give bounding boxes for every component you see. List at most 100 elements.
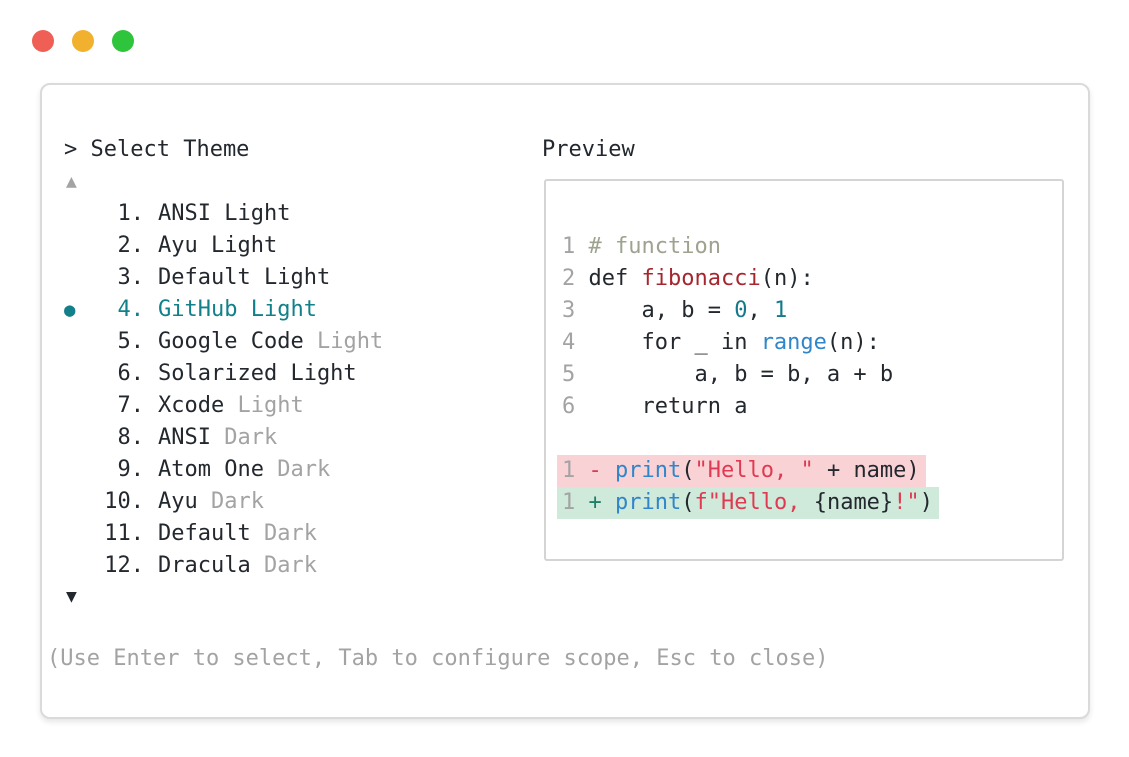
theme-option[interactable]: ●4.GitHub Light [42,294,542,326]
theme-number: 6. [117,361,145,386]
token-plain: a, b = [588,298,735,323]
theme-option[interactable]: 9. Atom One Dark [42,454,542,486]
token-plain [575,266,588,291]
token-plain: ( [681,490,695,515]
theme-name: Atom One Dark [158,457,331,482]
diff-highlight: 1 - print("Hello, " + name) [557,455,926,487]
marker-slot [64,454,78,486]
token-plain: ) [919,490,933,515]
marker-slot [64,230,78,262]
token-ln: 1 [562,490,576,515]
theme-option[interactable]: 6. Solarized Light [42,358,542,390]
token-num: 1 [773,298,788,323]
token-plain: ( [681,458,695,483]
token-plain: + name) [813,458,920,483]
close-button[interactable] [32,30,54,52]
theme-option[interactable]: 2. Ayu Light [42,230,542,262]
token-ln: 1 [562,458,576,483]
theme-number: 12. [104,553,144,578]
token-minus: - [588,458,602,483]
theme-option[interactable]: 8. ANSI Dark [42,422,542,454]
theme-option[interactable]: 1.ANSI Light [42,198,542,230]
token-plain: , [747,298,774,323]
theme-option[interactable]: 11.Default Dark [42,518,542,550]
help-text: (Use Enter to select, Tab to configure s… [47,646,829,671]
token-plain [575,362,588,387]
marker-slot [64,422,78,454]
token-plain [575,490,588,515]
code-line: 3 a, b = 0, 1 [546,295,1062,327]
code-line: 4 for _ in range(n): [546,327,1062,359]
token-plain [575,298,588,323]
token-plain [602,458,615,483]
theme-list: 1.ANSI Light 2. Ayu Light 3. Default Light ●4… [42,198,542,582]
zoom-button[interactable] [112,30,134,52]
theme-option[interactable]: 3. Default Light [42,262,542,294]
theme-picker-panel: > Select Theme ▲ 1.ANSI Light 2. Ayu Light… [40,83,1090,719]
selected-bullet-icon: ● [64,299,76,321]
code-line: 5 a, b = b, a + b [546,359,1062,391]
theme-option[interactable]: 12. Dracula Dark [42,550,542,582]
theme-option[interactable]: 10. Ayu Dark [42,486,542,518]
token-plus: + [588,490,602,515]
theme-name: ANSI Dark [158,425,278,450]
token-blue: print [615,490,682,515]
token-plain: {name} [813,490,894,515]
code-line [546,423,1062,455]
theme-number: 9. [117,457,145,482]
theme-name: Ayu Light [158,233,278,258]
token-plain [575,234,588,259]
theme-number: 7. [117,393,145,418]
scroll-down-icon[interactable]: ▼ [66,586,77,607]
token-ln: 1 [562,234,576,259]
theme-name-muted: Dark [210,489,264,514]
token-func: fibonacci [641,266,761,291]
theme-name-muted: Dark [263,553,317,578]
token-plain [575,394,588,419]
minimize-button[interactable] [72,30,94,52]
token-ln: 2 [562,266,576,291]
theme-name-muted: Light [316,329,384,354]
token-ln: 6 [562,394,576,419]
token-str: !" [893,490,920,515]
theme-number: 10. [104,489,144,514]
token-str: f"Hello, [694,490,814,515]
theme-option[interactable]: 5. Google Code Light [42,326,542,358]
theme-name: Ayu Dark [158,489,264,514]
code-line: 2 def fibonacci(n): [546,263,1062,295]
theme-number: 5. [117,329,145,354]
token-plain [575,330,588,355]
theme-number: 11. [104,521,144,546]
token-plain [575,458,588,483]
theme-name: GitHub Light [158,297,317,322]
theme-name: Dracula Dark [158,553,317,578]
token-plain [602,490,615,515]
theme-name: Google Code Light [158,329,384,354]
marker-slot [64,390,78,422]
theme-number: 2. [117,233,145,258]
theme-option[interactable]: 7. Xcode Light [42,390,542,422]
token-plain: a, b = b, a + b [588,362,894,387]
theme-number: 3. [117,265,145,290]
token-str: "Hello, " [694,458,814,483]
marker-slot [64,198,78,230]
window-controls [32,30,134,52]
marker-slot [64,518,78,550]
token-plain: (n): [760,266,814,291]
theme-name-muted: Light [237,393,304,418]
marker-slot [64,326,78,358]
marker-slot [64,262,78,294]
theme-name-muted: Dark [277,457,331,482]
marker-slot [64,486,78,518]
theme-number: 8. [117,425,145,450]
diff-line-add: 1 + print(f"Hello, {name}!") [546,487,1062,519]
theme-name: Xcode Light [158,393,304,418]
token-ln: 3 [562,298,576,323]
theme-name: Default Light [158,265,331,290]
diff-line-del: 1 - print("Hello, " + name) [546,455,1062,487]
theme-name: Solarized Light [158,361,357,386]
marker-slot [64,358,78,390]
prompt-label: > Select Theme [64,137,250,162]
scroll-up-icon[interactable]: ▲ [66,171,77,192]
